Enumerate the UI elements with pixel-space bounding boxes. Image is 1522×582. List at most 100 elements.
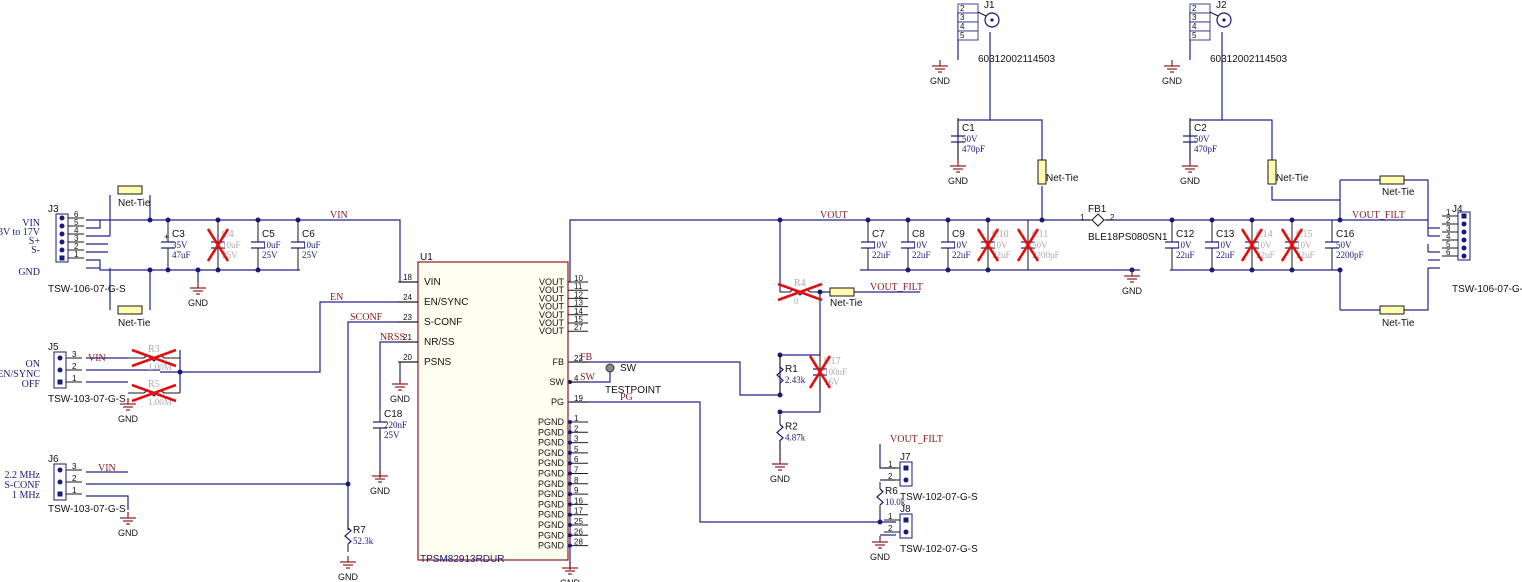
ic-pin-number: 20 [403, 353, 412, 362]
connector-pin [903, 517, 909, 523]
connector-ref: J1 [984, 0, 995, 11]
capacitor-value: 22uF [912, 250, 931, 260]
junction-dots [147, 217, 1343, 525]
connector-part: 60312002114503 [978, 54, 1056, 65]
connector-pin-number: 2 [1446, 216, 1451, 225]
net-label-pg: PG [620, 392, 633, 403]
connector-pin [57, 491, 63, 497]
j6-label: S-CONF [4, 480, 40, 491]
connector-ref: J5 [48, 342, 59, 353]
capacitor-value: 50V [962, 134, 978, 144]
connector-pin-number: 1 [1446, 208, 1451, 217]
resistor-ref: R5 [148, 379, 160, 390]
ic-pin-number: 21 [403, 333, 412, 342]
resistor-value: 52.3k [353, 536, 374, 546]
capacitor-value: 22uF [952, 250, 971, 260]
j3-label: S+ [29, 236, 41, 247]
ic-pin-name: PSNS [424, 357, 452, 368]
connector-pin-number: 6 [1446, 248, 1451, 257]
capacitor-value: 25V [222, 250, 238, 260]
ic-pin-number: 14 [574, 307, 583, 316]
ic-pin-number: 15 [574, 315, 583, 324]
resistor-value: 10.0k [885, 497, 906, 507]
j3-label: 3V to 17V [0, 227, 41, 238]
ic-pin-name: PGND [538, 479, 565, 489]
capacitor-value: 10V [1216, 240, 1232, 250]
ic-ref: U1 [420, 252, 433, 263]
connector-pin [59, 215, 65, 221]
capacitor-value: 10V [872, 240, 888, 250]
capacitor-ref: C10 [992, 229, 1009, 240]
ic-pin-name: SW [550, 377, 565, 387]
capacitor-value: 10V [912, 240, 928, 250]
pgnd-dot [568, 440, 572, 445]
connector-ref: J6 [48, 454, 59, 465]
ic-pin-number: 10 [574, 274, 583, 283]
capacitor-value: 10V [952, 240, 968, 250]
ic-pin-name: PGND [538, 427, 565, 437]
coax-inner [990, 18, 994, 22]
net-label-sw: SW [580, 372, 596, 383]
net-tie-label: Net-Tie [1276, 173, 1309, 184]
ground-label: GND [188, 298, 209, 308]
dnp-cross [131, 348, 177, 368]
capacitor-ref: C11 [1032, 229, 1048, 240]
connector-pin-number: 2 [74, 242, 79, 251]
coax-inner [1222, 18, 1226, 22]
ic-pin-number: 17 [574, 507, 583, 516]
ground-symbol: GND [948, 160, 969, 186]
ic-pin-name: PGND [538, 530, 565, 540]
ic-pin-number: 12 [574, 290, 583, 299]
ground-label: GND [118, 414, 139, 424]
net-tie: Net-Tie [1379, 175, 1415, 198]
ground-label: GND [390, 394, 411, 404]
resistor-r5: R5 1.00M [128, 379, 180, 407]
j5-label: ON [26, 359, 40, 370]
ic-pin-name: PGND [538, 541, 565, 551]
connector-pin-number: 1 [888, 512, 893, 521]
resistor-value: 2.43k [785, 375, 806, 385]
connector-pin-number: 2 [888, 472, 893, 481]
resistor-ref: R3 [148, 344, 160, 355]
ic-pin-number: 28 [574, 538, 583, 547]
resistor-ref: R2 [785, 422, 798, 433]
net-tie: Net-Tie [1037, 159, 1079, 185]
capacitor-ref: C2 [1194, 123, 1207, 134]
connector-part: TSW-106-07-G-S [1452, 284, 1522, 295]
pgnd-dot [568, 450, 572, 455]
ic-pin-number: 16 [574, 496, 583, 505]
ic-pin-number: 13 [574, 299, 583, 308]
j6-label: 2.2 MHz [4, 470, 40, 481]
capacitor-value: 25V [262, 250, 278, 260]
connector-pin [1461, 245, 1467, 251]
resistor-value: 1.00M [148, 362, 172, 372]
connector-part: TSW-106-07-G-S [48, 284, 126, 295]
dnp-cross [1280, 228, 1304, 262]
capacitor-value: 47uF [172, 250, 191, 260]
ic-pin-name: NR/SS [424, 337, 455, 348]
connector-ref: J3 [48, 204, 59, 215]
connector-pin-number: 2 [72, 362, 77, 371]
resistor-r1: R12.43k [776, 355, 806, 395]
ic-pin-number: 5 [574, 445, 579, 454]
connector-pin [903, 465, 909, 471]
resistor-value: 1.00M [148, 397, 172, 407]
connector-pin-number: 5 [1192, 31, 1197, 40]
connector-part: TSW-102-07-G-S [900, 492, 978, 503]
ic-pin-name: PGND [538, 458, 565, 468]
connector-ref: J8 [900, 504, 911, 515]
ground-symbol: GND [1180, 160, 1201, 186]
connector-part: TSW-102-07-G-S [900, 544, 978, 555]
connector-pin [1461, 221, 1467, 227]
